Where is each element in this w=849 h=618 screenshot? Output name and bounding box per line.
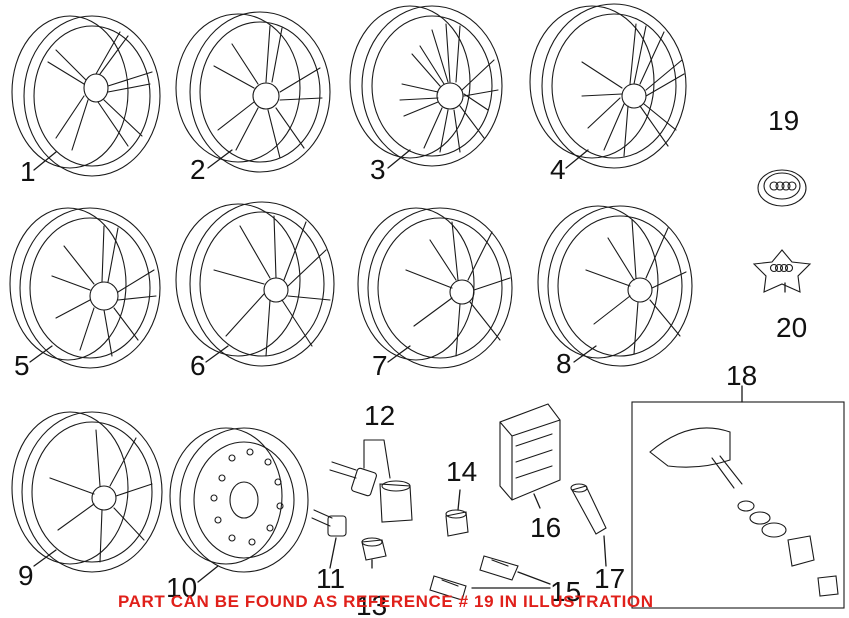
callout-10: 10 bbox=[166, 572, 198, 603]
callout-17: 17 bbox=[594, 563, 626, 594]
callout-12: 12 bbox=[364, 400, 396, 431]
callout-5: 5 bbox=[14, 350, 30, 381]
wheel-3 bbox=[349, 5, 503, 167]
callout-1: 1 bbox=[20, 156, 36, 187]
callout-4: 4 bbox=[550, 154, 566, 185]
wheel-9 bbox=[11, 411, 163, 573]
center-cap-19 bbox=[757, 169, 807, 207]
center-cap-20 bbox=[752, 249, 812, 293]
wheel-1 bbox=[11, 15, 161, 177]
callout-11: 11 bbox=[316, 563, 346, 594]
callout-2: 2 bbox=[190, 154, 206, 185]
wheel-4 bbox=[529, 3, 687, 169]
wheel-5 bbox=[9, 207, 161, 369]
wheel-6 bbox=[175, 201, 335, 367]
removal-tools-15 bbox=[429, 555, 519, 601]
callout-19: 19 bbox=[768, 105, 800, 136]
locking-bolt-set-12 bbox=[329, 439, 413, 523]
valve-stem-17 bbox=[570, 483, 607, 535]
reference-note: PART CAN BE FOUND AS REFERENCE # 19 IN I… bbox=[118, 592, 654, 611]
callout-9: 9 bbox=[18, 560, 34, 591]
wheel-2 bbox=[175, 11, 331, 173]
tpms-sensor-18 bbox=[631, 401, 845, 609]
kit-box-16 bbox=[499, 403, 561, 501]
steel-wheel-10 bbox=[169, 427, 309, 573]
wheel-7 bbox=[357, 207, 513, 369]
callout-14: 14 bbox=[446, 456, 478, 487]
wheel-8 bbox=[537, 205, 693, 367]
callout-6: 6 bbox=[190, 350, 206, 381]
callout-16: 16 bbox=[530, 512, 562, 543]
callout-13: 13 bbox=[356, 590, 388, 618]
callout-7: 7 bbox=[372, 350, 388, 381]
callout-8: 8 bbox=[556, 348, 572, 379]
callout-15: 15 bbox=[550, 576, 582, 607]
leader-lines bbox=[29, 149, 786, 589]
callout-3: 3 bbox=[370, 154, 386, 185]
callout-20: 20 bbox=[776, 312, 808, 343]
nut-cap-13 bbox=[361, 537, 387, 561]
wheel-bolt-11 bbox=[311, 509, 347, 537]
bolt-cap-14 bbox=[445, 509, 469, 537]
callout-18: 18 bbox=[726, 360, 758, 391]
